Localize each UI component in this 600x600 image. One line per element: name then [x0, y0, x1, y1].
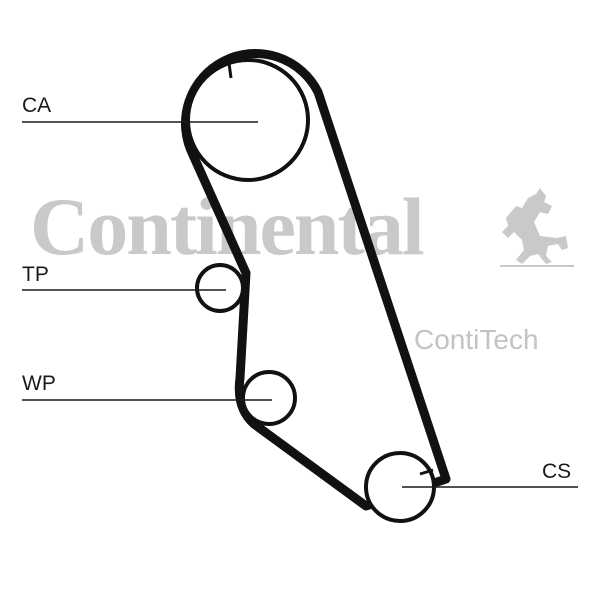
label-cs: CS	[542, 460, 572, 483]
label-tp: TP	[22, 263, 49, 286]
label-ca: CA	[22, 94, 52, 117]
crankshaft-timing-mark	[419, 468, 434, 476]
camshaft-timing-mark	[227, 62, 233, 79]
label-wp: WP	[22, 372, 56, 395]
contitech-logo-text: ContiTech	[414, 324, 539, 355]
water-pump-pulley	[241, 370, 297, 426]
camshaft-pulley	[186, 58, 310, 182]
rearing-horse-icon	[502, 188, 568, 264]
tensioner-pulley	[195, 263, 245, 313]
